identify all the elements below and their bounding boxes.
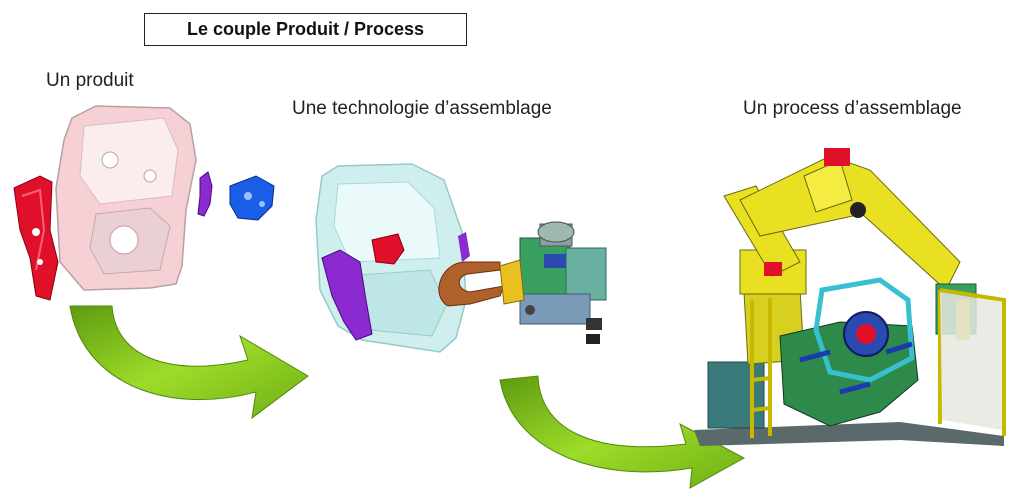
diagram-title: Le couple Produit / Process [144, 13, 467, 46]
fixture-door-frame [813, 277, 915, 383]
product-illustration [13, 105, 275, 301]
assembly-process-illustration [694, 148, 1006, 446]
blue-bracket-part [229, 175, 275, 221]
safety-panel [940, 292, 1002, 430]
purple-door-part [321, 249, 373, 341]
safety-fence [750, 288, 1006, 438]
red-reinforcement-part [13, 175, 59, 301]
stage-label-technologie: Une technologie d’assemblage [292, 98, 552, 119]
curved-arrow-1 [69, 305, 309, 420]
welding-gun-body [499, 221, 607, 344]
welding-gun-arm [438, 261, 505, 307]
purple-hinge-part [197, 171, 213, 217]
red-door-bracket [371, 233, 405, 265]
stage-label-process: Un process d’assemblage [743, 98, 962, 119]
curved-arrow-2 [499, 375, 746, 489]
assembly-technology-illustration [315, 163, 607, 353]
stage-label-produit: Un produit [46, 70, 134, 91]
